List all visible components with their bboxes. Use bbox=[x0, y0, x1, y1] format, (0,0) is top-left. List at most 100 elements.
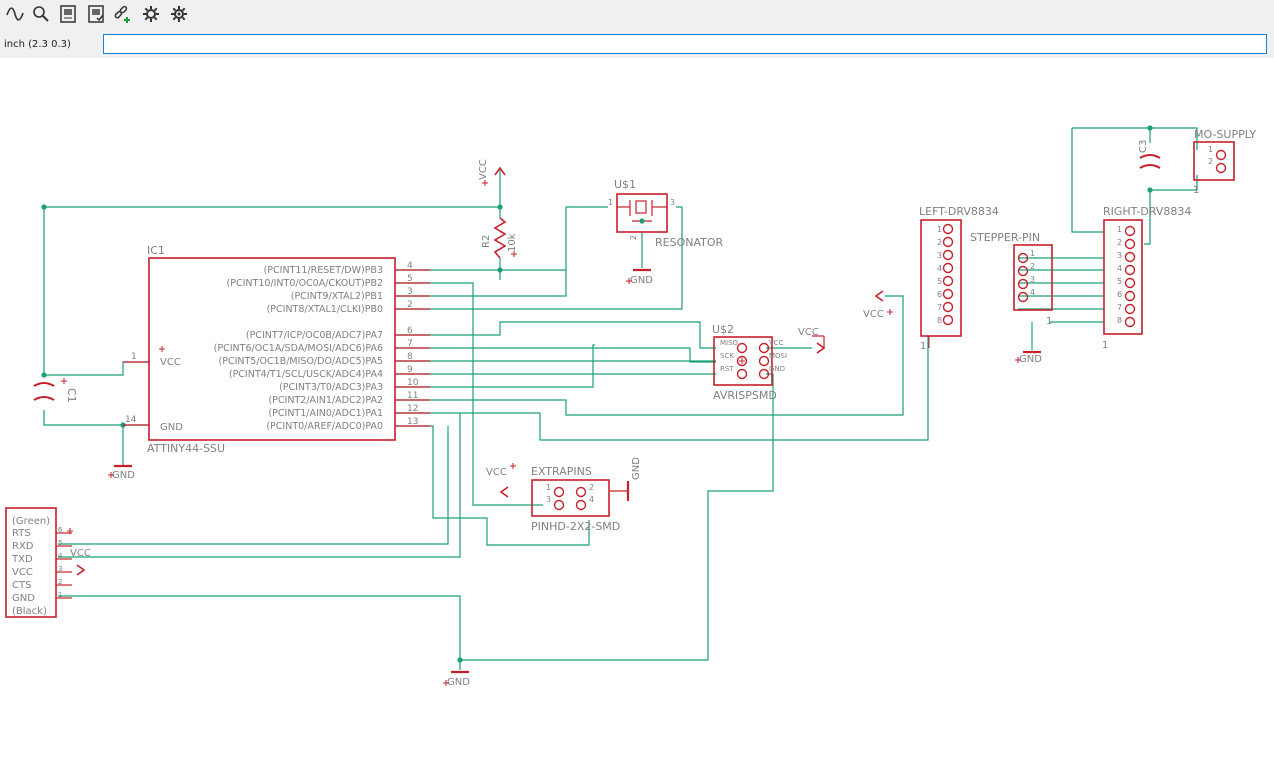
vcc-arrow-icon bbox=[816, 342, 826, 354]
ic1-pin-label: (PCINT6/OC1A/SDA/MOSI/ADC6)PA6 bbox=[214, 343, 383, 354]
pin-pad bbox=[1017, 252, 1029, 264]
nets[interactable] bbox=[43, 127, 1198, 670]
net-vcc-ic[interactable] bbox=[44, 361, 150, 376]
junction-dot bbox=[457, 657, 463, 663]
sine-wave-button[interactable] bbox=[4, 3, 26, 25]
net-ftdi-txd[interactable] bbox=[58, 413, 461, 558]
pin-pad bbox=[758, 355, 770, 367]
junction-dot bbox=[41, 372, 47, 378]
link-add-button[interactable] bbox=[112, 3, 134, 25]
net-pa6[interactable] bbox=[395, 347, 716, 363]
r2-resistor[interactable]: R2 10k bbox=[481, 217, 518, 259]
board-button[interactable] bbox=[57, 3, 79, 25]
ic1-pin-label: (PCINT2/AIN1/ADC2)PA2 bbox=[268, 395, 383, 406]
ic1-pin-num: 4 bbox=[407, 261, 413, 271]
gear-button[interactable] bbox=[140, 3, 162, 25]
ic1-pin-num: 14 bbox=[125, 415, 137, 425]
ic1-pin-num: 7 bbox=[407, 339, 413, 349]
zoom-button[interactable] bbox=[30, 3, 52, 25]
net-pa3[interactable] bbox=[395, 344, 595, 388]
c3-name: C3 bbox=[1138, 140, 1149, 153]
net-mo-1[interactable] bbox=[1150, 127, 1198, 150]
c1-capacitor[interactable]: C1 bbox=[33, 378, 78, 403]
board-check-button[interactable] bbox=[85, 3, 107, 25]
ftdi-pin-label: GND bbox=[12, 593, 35, 604]
left-drv-pin-num: 7 bbox=[937, 303, 942, 312]
left-drv-pin-num: 2 bbox=[937, 238, 942, 247]
c3-capacitor[interactable]: C3 bbox=[1138, 140, 1161, 169]
pin-pad bbox=[942, 262, 954, 274]
left-drv-pin-num: 1 bbox=[937, 225, 942, 234]
junction-dot bbox=[41, 204, 47, 210]
r2-name: R2 bbox=[481, 235, 492, 248]
avrisp-pin-label: VCC bbox=[769, 339, 784, 347]
pin-pad bbox=[758, 342, 770, 354]
ic1-body bbox=[148, 257, 396, 441]
net-ftdi-gnd[interactable] bbox=[58, 595, 461, 660]
sine-wave-icon bbox=[6, 7, 24, 21]
r2-value: 10k bbox=[507, 233, 518, 252]
left-drv-pin-num: 6 bbox=[937, 290, 942, 299]
ic1-pin-num: 3 bbox=[407, 287, 413, 297]
stepper-name: STEPPER-PIN bbox=[970, 231, 1040, 244]
mo-supply-pin-num: 2 bbox=[1208, 157, 1213, 166]
net-pa0[interactable] bbox=[395, 425, 590, 546]
stepper-pin-num: 1 bbox=[1030, 249, 1035, 258]
right-drv-name: RIGHT-DRV8834 bbox=[1103, 205, 1191, 218]
pin-pad bbox=[1017, 291, 1029, 303]
ic1-pin-num: 8 bbox=[407, 352, 413, 362]
pin-pad bbox=[942, 236, 954, 248]
net-pb3-res[interactable] bbox=[395, 206, 608, 271]
net-c3-left[interactable] bbox=[1071, 128, 1104, 233]
resonator-pin-num: 2 bbox=[629, 235, 638, 240]
gear-alt-button[interactable] bbox=[168, 3, 190, 25]
net-ftdi-rxd[interactable] bbox=[58, 426, 449, 545]
left-drv-pin-num: 8 bbox=[937, 316, 942, 325]
ic1-value: ATTINY44-SSU bbox=[147, 442, 225, 455]
stepper-pin-num: 2 bbox=[1030, 262, 1035, 271]
net-pb2-extra[interactable] bbox=[395, 282, 543, 506]
board-icon bbox=[60, 5, 76, 23]
command-input[interactable] bbox=[103, 34, 1267, 54]
junction-dot bbox=[497, 267, 503, 273]
net-pb0-res[interactable] bbox=[395, 206, 683, 310]
left-drv-body bbox=[920, 219, 962, 337]
net-mo-2[interactable] bbox=[1150, 175, 1198, 191]
extrapins-pin-num: 2 bbox=[589, 483, 594, 492]
pin-pad bbox=[942, 275, 954, 287]
net-pa2[interactable] bbox=[395, 295, 904, 416]
net-pa1[interactable] bbox=[395, 336, 929, 441]
ic1-attiny44[interactable]: IC1ATTINY44-SSUVCCGND114(PCINT11/RESET/D… bbox=[123, 244, 430, 455]
vcc-arrow-icon bbox=[874, 290, 884, 302]
ftdi-pin-num: 1 bbox=[58, 591, 62, 599]
ic1-pin-num: 9 bbox=[407, 365, 413, 375]
net-pa7[interactable] bbox=[395, 321, 716, 349]
right-drv-pin-num: 8 bbox=[1117, 316, 1122, 325]
net-c3-bottom[interactable] bbox=[1144, 190, 1151, 245]
ic1-pin-num: 5 bbox=[407, 274, 413, 284]
pin-pad bbox=[942, 314, 954, 326]
ic1-vcc-label: VCC bbox=[160, 357, 181, 368]
pin-pad bbox=[553, 499, 565, 511]
right-drv-pin-num: 7 bbox=[1117, 303, 1122, 312]
net-gnd-c1[interactable] bbox=[43, 410, 124, 465]
c1-name: C1 bbox=[65, 388, 78, 403]
junction-dot bbox=[1147, 125, 1153, 131]
gnd-label: GND bbox=[447, 677, 470, 688]
ftdi-pin-label: TXD bbox=[11, 554, 33, 565]
vcc-label: VCC bbox=[863, 309, 884, 320]
net-pb1[interactable] bbox=[395, 270, 567, 297]
resonator-pin-num: 1 bbox=[608, 198, 613, 207]
junction-dot bbox=[497, 204, 503, 210]
left-drv-ref: 1 bbox=[920, 341, 926, 352]
